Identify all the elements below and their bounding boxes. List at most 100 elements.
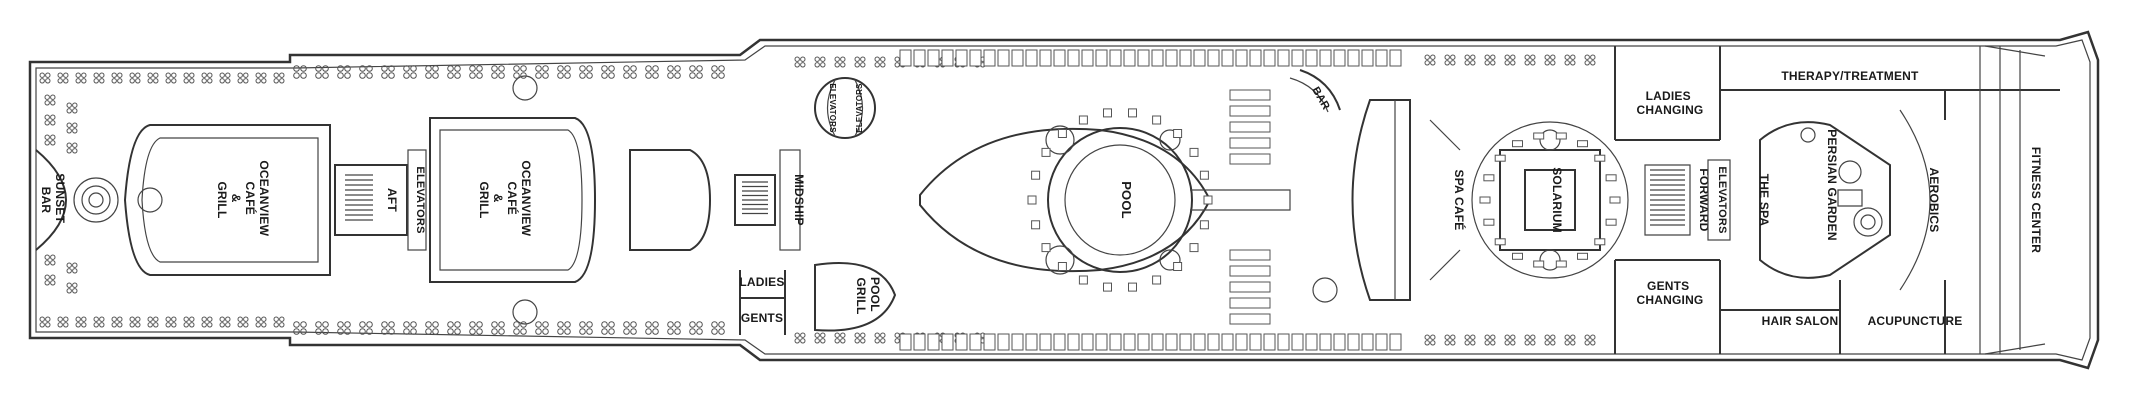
forward-label: FORWARD (1697, 168, 1711, 231)
solarium-label: SOLARIUM (1550, 167, 1564, 233)
planter-icon (1484, 334, 1496, 346)
planter-icon (491, 321, 505, 335)
planter-icon (201, 72, 213, 84)
planter-icon (513, 321, 527, 335)
hair-salon-label: HAIR SALON (1762, 314, 1839, 328)
planter-icon (1504, 54, 1516, 66)
planter-icon (237, 316, 249, 328)
planter-icon (689, 65, 703, 79)
planter-icon (623, 65, 637, 79)
solarium-area (1471, 121, 1629, 279)
planter-icon (1524, 334, 1536, 346)
planter-icon (814, 56, 826, 68)
midship-label: MIDSHIP (792, 174, 806, 225)
persian-garden-area (1800, 127, 1883, 237)
planter-icon (93, 72, 105, 84)
spa-cafe-label: SPA CAFÉ (1452, 170, 1467, 231)
elevators-midship-label-1: ELEVATORS (828, 83, 837, 133)
planter-icon (513, 65, 527, 79)
oceanview-cafe-aft-area (123, 124, 331, 276)
oceanview-cafe-aft-label: OCEANVIEW CAFÉ & GRILL (215, 160, 271, 239)
planter-icon (1444, 54, 1456, 66)
sunset-bar-label: SUNSET BAR (39, 173, 67, 226)
elevators-forward-box (1707, 159, 1731, 241)
planter-icon (255, 72, 267, 84)
planter-icon (201, 316, 213, 328)
planter-icon (39, 316, 51, 328)
planter-icon (1544, 334, 1556, 346)
ladies-changing-label: LADIES CHANGING (1637, 89, 1704, 117)
planter-icon (874, 56, 886, 68)
planter-icon (219, 316, 231, 328)
the-spa-label: THE SPA (1757, 174, 1771, 227)
planter-icon (469, 65, 483, 79)
planter-icon (689, 321, 703, 335)
planter-icon (1544, 54, 1556, 66)
planter-icon (44, 94, 56, 106)
planter-icon (645, 321, 659, 335)
planter-icon (1464, 334, 1476, 346)
planter-icon (447, 321, 461, 335)
pool-area (919, 108, 1291, 292)
planter-icon (1424, 54, 1436, 66)
planter-icon (579, 321, 593, 335)
hull-inner (35, 39, 2091, 361)
planter-icon (1484, 54, 1496, 66)
planter-icon (667, 65, 681, 79)
planter-icon (623, 321, 637, 335)
planter-icon (601, 65, 615, 79)
sunset-bar-area (35, 149, 119, 251)
planter-icon (75, 72, 87, 84)
planter-icon (93, 316, 105, 328)
planter-icon (794, 56, 806, 68)
planter-icon (359, 65, 373, 79)
therapy-treatment-label: THERAPY/TREATMENT (1781, 69, 1919, 83)
hull-outline (28, 30, 2100, 370)
planter-icon (147, 72, 159, 84)
planter-icon (337, 65, 351, 79)
planter-icon (111, 72, 123, 84)
midship-elevator-lobby (814, 77, 876, 139)
planter-icon (147, 316, 159, 328)
planter-icon (667, 321, 681, 335)
planter-icon (711, 321, 725, 335)
planter-icon (1564, 54, 1576, 66)
loungers (899, 49, 1402, 351)
planter-icon (129, 72, 141, 84)
planter-icon (39, 72, 51, 84)
planter-icon (315, 321, 329, 335)
planter-icon (557, 65, 571, 79)
planter-icon (219, 72, 231, 84)
planter-icon (237, 72, 249, 84)
planter-icon (469, 321, 483, 335)
spa-cafe-area (1351, 99, 1461, 301)
planter-icon (44, 254, 56, 266)
planter-icon (273, 316, 285, 328)
acupuncture-label: ACUPUNCTURE (1868, 314, 1963, 328)
planter-icon (255, 316, 267, 328)
planter-icon (165, 316, 177, 328)
midship-core (629, 149, 801, 335)
planter-icon (874, 332, 886, 344)
persian-garden-label: PERSIAN GARDEN (1825, 129, 1839, 240)
planter-icon (337, 321, 351, 335)
planter-icon (293, 65, 307, 79)
planter-icon (129, 316, 141, 328)
planter-icon (711, 65, 725, 79)
elevators-aft-label: ELEVATORS (414, 166, 426, 233)
planter-icon (854, 332, 866, 344)
planter-icon (381, 65, 395, 79)
planter-icon (66, 262, 78, 274)
planter-icon (165, 72, 177, 84)
planter-icon (44, 274, 56, 286)
planter-icon (1584, 54, 1596, 66)
gents-changing-label: GENTS CHANGING (1637, 279, 1704, 307)
oceanview-cafe-mid-area (429, 75, 597, 325)
planter-icon (1444, 334, 1456, 346)
planter-icon (403, 321, 417, 335)
pool-label: POOL (1119, 181, 1134, 219)
oceanview-cafe-mid-label: OCEANVIEW CAFÉ & GRILL (477, 160, 533, 239)
elevators-midship-label-2: ELEVATORS (855, 83, 864, 133)
planter-icon (1464, 54, 1476, 66)
planter-icon (1564, 334, 1576, 346)
